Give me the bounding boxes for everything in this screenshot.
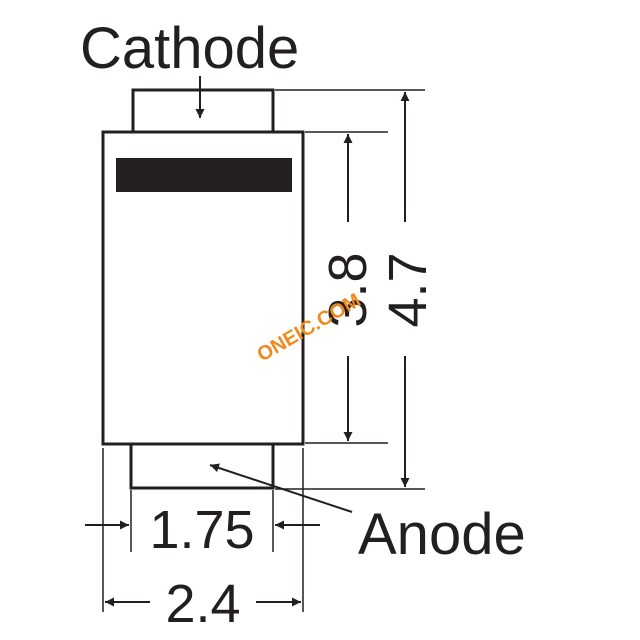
dim-body-width-value: 2.4 — [165, 574, 240, 634]
cathode-terminal — [131, 88, 275, 134]
anode-terminal — [129, 442, 275, 490]
cathode-band — [116, 158, 292, 192]
dim-body-length-value: 3.8 — [318, 252, 378, 327]
cathode-label: Cathode — [80, 16, 299, 81]
dim-terminal-width-value: 1.75 — [149, 500, 254, 560]
anode-label: Anode — [358, 502, 526, 567]
dim-total-length-value: 4.7 — [378, 252, 438, 327]
